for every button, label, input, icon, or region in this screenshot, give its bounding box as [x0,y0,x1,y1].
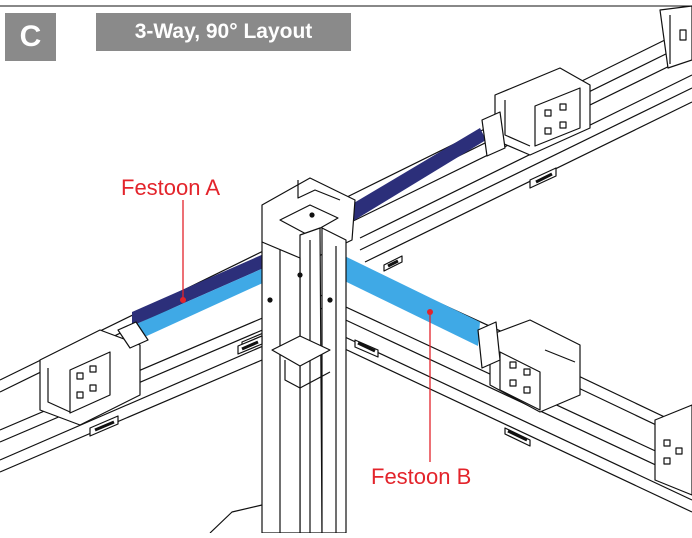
festoon-b-label: Festoon B [371,464,472,489]
power-block-far-right [654,404,692,496]
power-block-upper-right [481,67,591,157]
base-foot [209,504,263,534]
festoon-b [322,245,480,346]
festoon-a-leader-dot [180,297,186,303]
festoon-b-leader-dot [427,309,433,315]
central-post [237,177,356,534]
power-block-left [39,321,149,426]
layout-title: 3-Way, 90° Layout [96,13,351,51]
power-block-lower-right [477,319,581,413]
callout-leaders [180,200,433,462]
bracket-top-right [659,5,692,69]
panel-letter-badge: C [5,13,56,61]
festoon-a-label: Festoon A [121,175,221,200]
